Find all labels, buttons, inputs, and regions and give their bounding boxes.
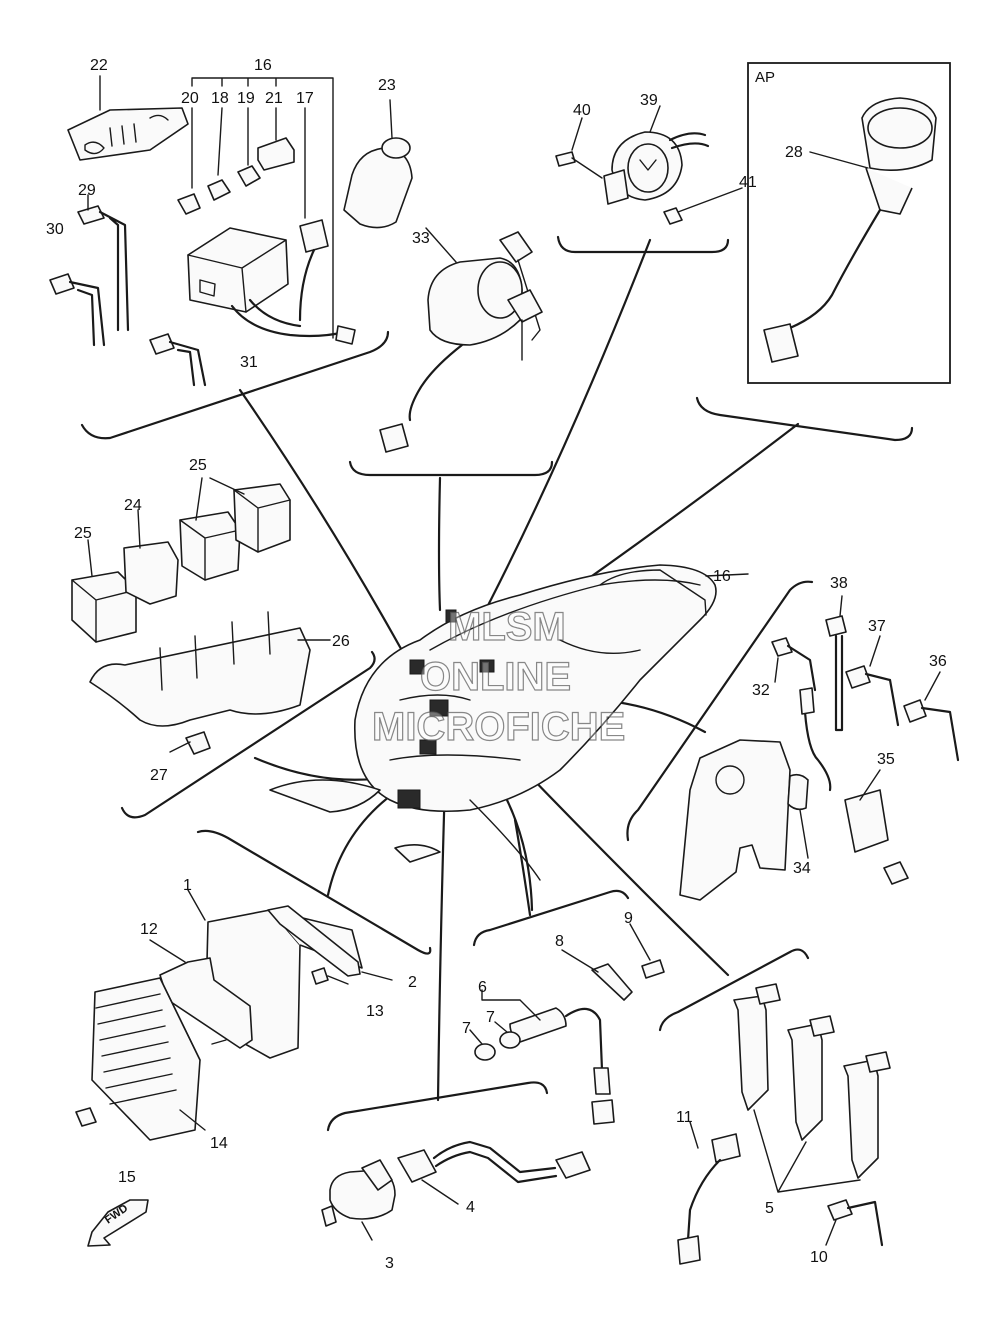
callout-32: 32 [752, 682, 770, 699]
callout-10: 10 [810, 1249, 828, 1266]
ap-box [747, 62, 951, 384]
callout-7b: 7 [486, 1009, 495, 1026]
cdi-group [75, 889, 393, 1141]
group-brackets [80, 235, 914, 1132]
callout-23: 23 [378, 77, 396, 94]
callout-8: 8 [555, 933, 564, 950]
watermark: MLSM ONLINE MICROFICHE [371, 604, 626, 749]
callout-40: 40 [573, 102, 591, 119]
callout-21: 21 [265, 90, 283, 107]
callout-25-left: 25 [74, 525, 92, 542]
callout-7a: 7 [462, 1020, 471, 1037]
callout-39: 39 [640, 92, 658, 109]
callout-27: 27 [150, 767, 168, 784]
callout-labels: 1 2 3 4 5 6 7 7 8 9 10 11 12 13 14 15 16… [46, 57, 947, 1272]
callout-6: 6 [478, 979, 487, 996]
callout-38: 38 [830, 575, 848, 592]
callout-3: 3 [385, 1255, 394, 1272]
callout-12: 12 [140, 921, 158, 938]
callout-37: 37 [868, 618, 886, 635]
callout-34: 34 [793, 860, 811, 877]
callout-30: 30 [46, 221, 64, 238]
callout-29: 29 [78, 182, 96, 199]
callout-2: 2 [408, 974, 417, 991]
callout-24: 24 [124, 497, 142, 514]
ap-box-label: AP [755, 69, 775, 86]
sensor-3-4-group [321, 1140, 591, 1241]
callout-18: 18 [211, 90, 229, 107]
callout-20: 20 [181, 90, 199, 107]
callout-41: 41 [739, 174, 757, 191]
part-33-main-switch [379, 227, 543, 453]
fwd-arrow: FWD [87, 1199, 149, 1247]
callout-15: 15 [118, 1169, 136, 1186]
callout-1: 1 [183, 877, 192, 894]
callout-16-machine: 16 [713, 568, 731, 585]
callout-14: 14 [210, 1135, 228, 1152]
callout-31: 31 [240, 354, 258, 371]
sensor-6-9-group [469, 923, 665, 1125]
callout-9: 9 [624, 910, 633, 927]
callout-28: 28 [785, 144, 803, 161]
central-machine [269, 564, 749, 881]
callout-26: 26 [332, 633, 350, 650]
watermark-line-2: ONLINE [420, 655, 571, 699]
right-bracket-group [679, 595, 960, 901]
fuse-box-group [49, 75, 356, 387]
sensor-5-10-11-group [677, 983, 891, 1265]
part-23 [343, 99, 413, 229]
callout-36: 36 [929, 653, 947, 670]
watermark-line-3: MICROFICHE [372, 705, 625, 749]
callout-35: 35 [877, 751, 895, 768]
callout-13: 13 [366, 1003, 384, 1020]
callout-25-right: 25 [189, 457, 207, 474]
relay-group [71, 477, 331, 755]
callout-17: 17 [296, 90, 314, 107]
callout-19: 19 [237, 90, 255, 107]
watermark-line-1: MLSM [448, 605, 566, 649]
callout-33: 33 [412, 230, 430, 247]
callout-11: 11 [676, 1109, 693, 1126]
callout-4: 4 [466, 1199, 475, 1216]
callout-22: 22 [90, 57, 108, 74]
callout-5: 5 [765, 1200, 774, 1217]
part-39-sensor [555, 105, 743, 225]
callout-16-top: 16 [254, 57, 272, 74]
